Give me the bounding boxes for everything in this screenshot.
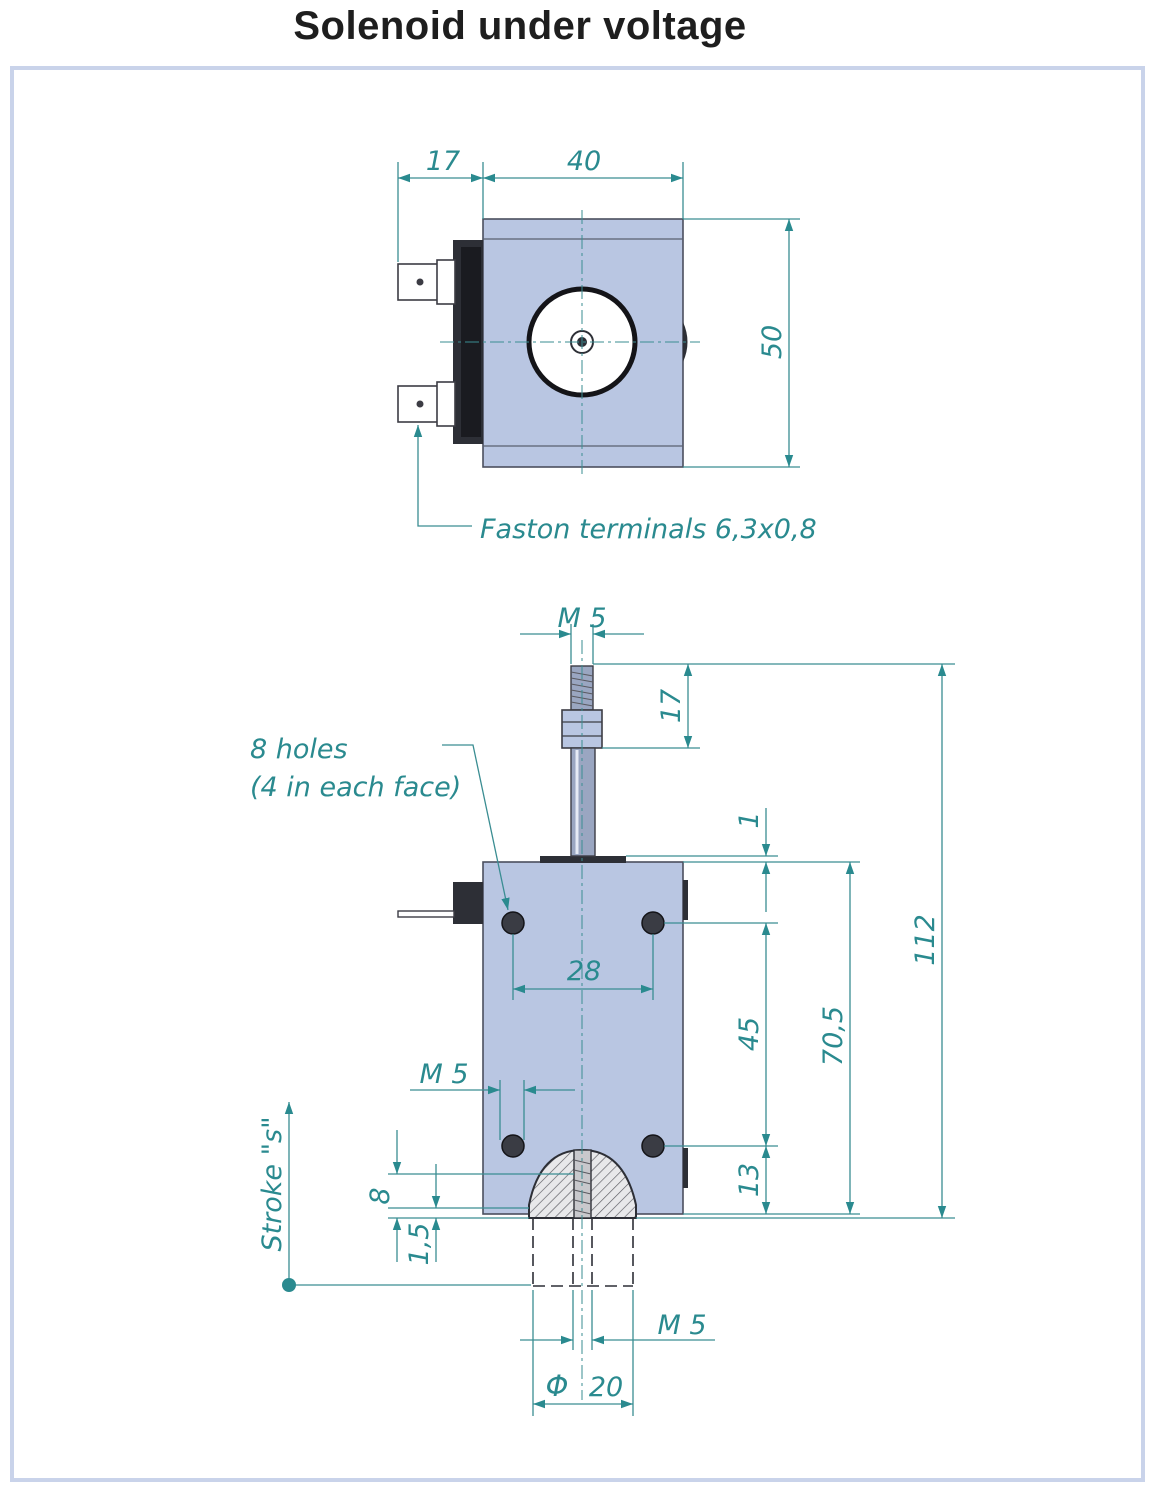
dim-40: 40	[567, 146, 601, 177]
faston-terminal-upper	[397, 259, 456, 305]
diameter-symbol: Φ	[546, 1369, 569, 1403]
dim-1: 1	[734, 811, 765, 828]
plunger-stroke-outline	[532, 1218, 634, 1287]
dim-112: 112	[910, 914, 941, 966]
stroke-label: Stroke "s"	[257, 1116, 288, 1251]
dim-70-5: 70,5	[818, 1006, 849, 1066]
mounting-holes	[501, 911, 665, 1158]
holes-note-line2: (4 in each face)	[250, 772, 461, 803]
top-view: 17 40 50 Faston terminals 6,3x0,8	[397, 146, 817, 545]
dim-45: 45	[734, 1017, 765, 1051]
dim-50: 50	[757, 325, 788, 359]
dim-17-top: 17	[426, 146, 460, 177]
stroke-origin-dot	[282, 1278, 296, 1292]
dim-diameter-20: 20	[589, 1372, 623, 1403]
hole-thread-label: M 5	[419, 1059, 468, 1090]
thread-top-label: M 5	[557, 603, 606, 634]
push-rod	[570, 747, 596, 857]
side-terminal	[453, 882, 483, 924]
dim-13: 13	[734, 1163, 765, 1197]
dim-17-stud: 17	[656, 689, 687, 723]
faston-terminal-lower	[397, 381, 456, 427]
faston-callout: Faston terminals 6,3x0,8	[480, 514, 817, 545]
page-title: Solenoid under voltage	[293, 4, 747, 48]
holes-note-line1: 8 holes	[250, 734, 348, 765]
dim-1-5: 1,5	[404, 1223, 435, 1266]
side-view: M 5 17 8 holes (4 in each face) 1 28 45 …	[250, 603, 955, 1416]
plunger-thread-label: M 5	[657, 1310, 706, 1341]
dim-8: 8	[365, 1187, 396, 1204]
dim-28: 28	[567, 956, 601, 987]
